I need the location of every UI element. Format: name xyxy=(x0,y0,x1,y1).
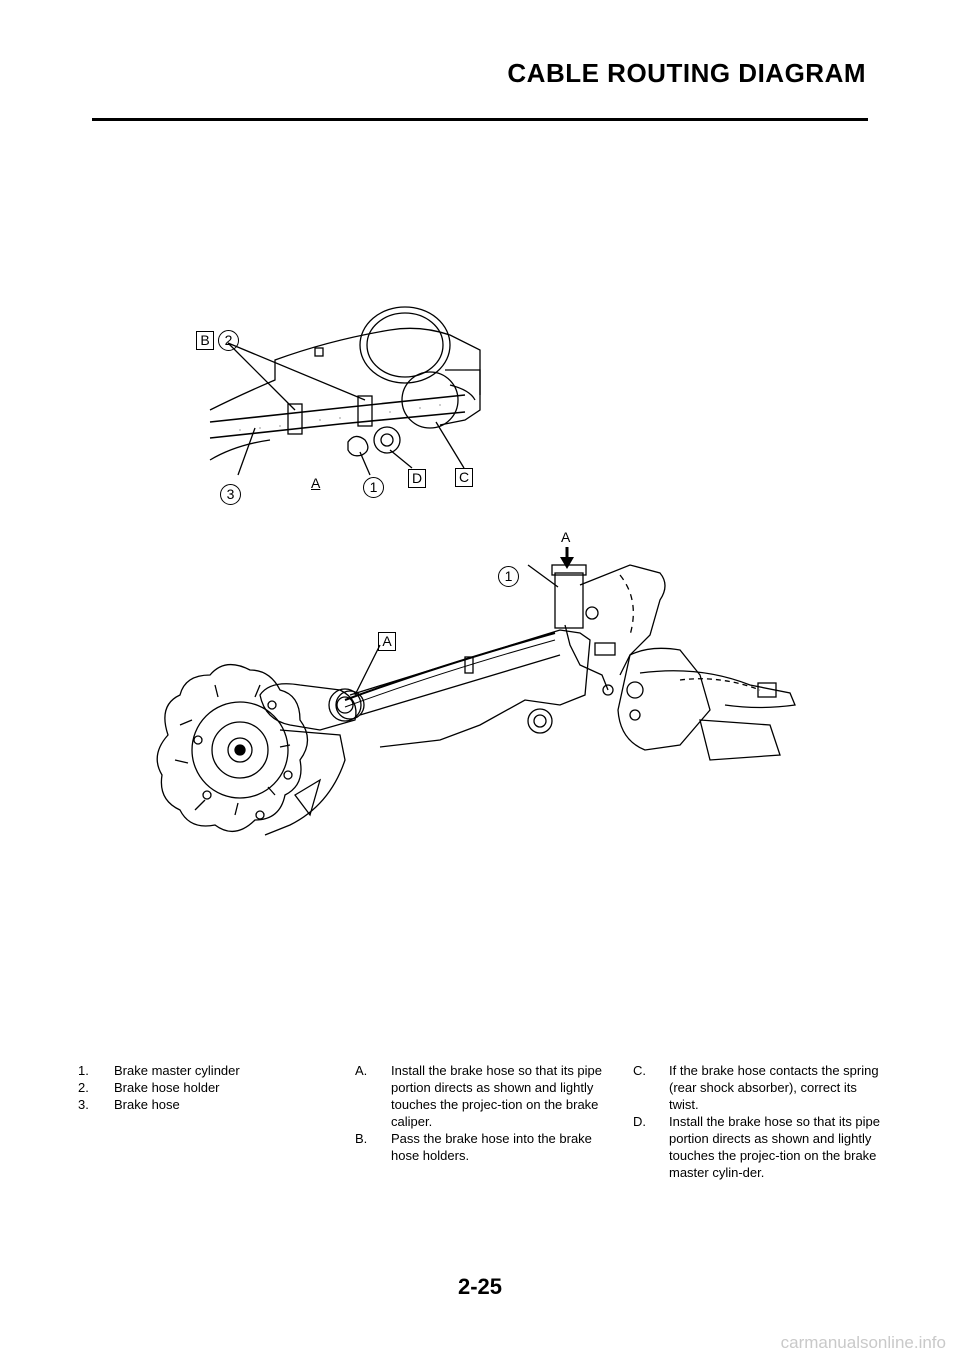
callout-ref-a: A xyxy=(311,475,321,491)
legend-number: 1. xyxy=(78,1063,89,1078)
legend-letter: D. xyxy=(633,1114,646,1129)
legend-text: Install the brake hose so that its pipe … xyxy=(391,1063,603,1129)
legend-item: 3. Brake hose xyxy=(78,1096,308,1113)
legend-numbered: 1. Brake master cylinder 2. Brake hose h… xyxy=(78,1062,308,1113)
legend-lettered-ab: A. Install the brake hose so that its pi… xyxy=(355,1062,610,1164)
legend-text: Install the brake hose so that its pipe … xyxy=(669,1114,881,1180)
legend-letter: A. xyxy=(355,1063,368,1078)
legend-text: Brake hose holder xyxy=(114,1080,220,1095)
detail-illustration xyxy=(209,306,481,476)
legend-letter: B. xyxy=(355,1131,368,1146)
legend-item: C. If the brake hose contacts the spring… xyxy=(633,1062,883,1113)
legend-item: 2. Brake hose holder xyxy=(78,1079,308,1096)
legend-number: 3. xyxy=(78,1097,89,1112)
callout-num-1: 1 xyxy=(363,477,384,498)
callout-num-1-lower: 1 xyxy=(498,566,519,587)
page-title: CABLE ROUTING DIAGRAM xyxy=(507,58,866,88)
legend-item: B. Pass the brake hose into the brake ho… xyxy=(355,1130,610,1164)
legend-item: 1. Brake master cylinder xyxy=(78,1062,308,1079)
callout-box-c: C xyxy=(455,468,473,487)
legend-item: A. Install the brake hose so that its pi… xyxy=(355,1062,610,1130)
legend-text: Brake hose xyxy=(114,1097,180,1112)
callout-box-b: B xyxy=(196,331,214,350)
callout-num-3: 3 xyxy=(220,484,241,505)
title-rule xyxy=(92,118,868,121)
legend-text: If the brake hose contacts the spring (r… xyxy=(669,1063,879,1112)
callout-num-2: 2 xyxy=(218,330,239,351)
legend-text: Pass the brake hose into the brake hose … xyxy=(391,1131,592,1163)
legend-lettered-cd: C. If the brake hose contacts the spring… xyxy=(633,1062,883,1181)
legend-number: 2. xyxy=(78,1080,89,1095)
watermark: carmanualsonline.info xyxy=(780,1333,946,1352)
callout-box-a: A xyxy=(378,632,396,651)
legend-letter: C. xyxy=(633,1063,646,1078)
callout-box-d: D xyxy=(408,469,426,488)
legend-item: D. Install the brake hose so that its pi… xyxy=(633,1113,883,1181)
callout-arrow-a: A xyxy=(561,529,571,545)
page-number: 2-25 xyxy=(457,1274,503,1299)
swingarm-brake-illustration xyxy=(156,547,796,836)
legend-text: Brake master cylinder xyxy=(114,1063,240,1078)
